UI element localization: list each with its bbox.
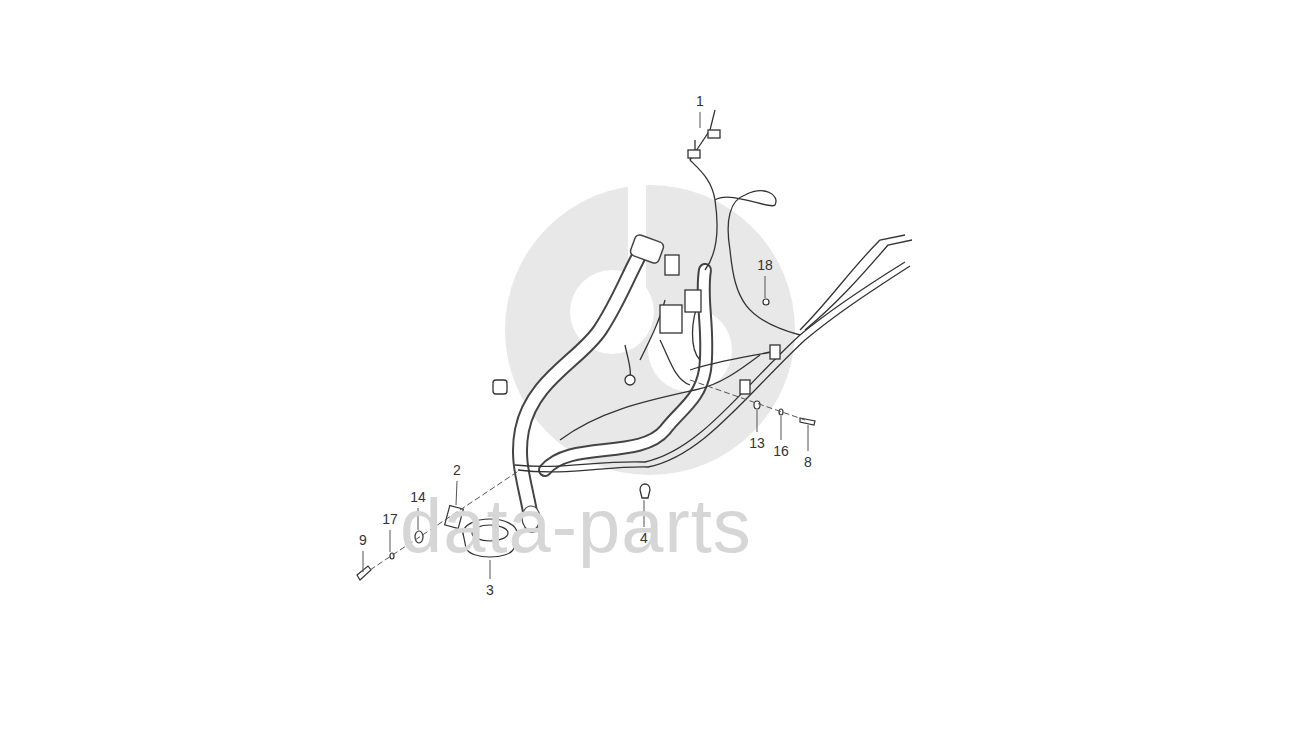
leader-lines bbox=[363, 112, 808, 579]
callout-number: 2 bbox=[451, 462, 463, 478]
callout-number: 8 bbox=[802, 454, 814, 470]
watermark-logo bbox=[505, 175, 795, 475]
hose bbox=[520, 234, 706, 530]
callout-number: 16 bbox=[771, 443, 791, 459]
callout-number: 3 bbox=[484, 582, 496, 598]
callout-number: 1 bbox=[694, 93, 706, 109]
wire-bundle bbox=[493, 110, 912, 498]
callout-number: 17 bbox=[380, 511, 400, 527]
callout-number: 13 bbox=[747, 435, 767, 451]
callout-number: 9 bbox=[357, 532, 369, 548]
watermark-text: data-parts bbox=[400, 488, 752, 564]
fasteners bbox=[357, 299, 815, 580]
callout-number: 18 bbox=[755, 257, 775, 273]
